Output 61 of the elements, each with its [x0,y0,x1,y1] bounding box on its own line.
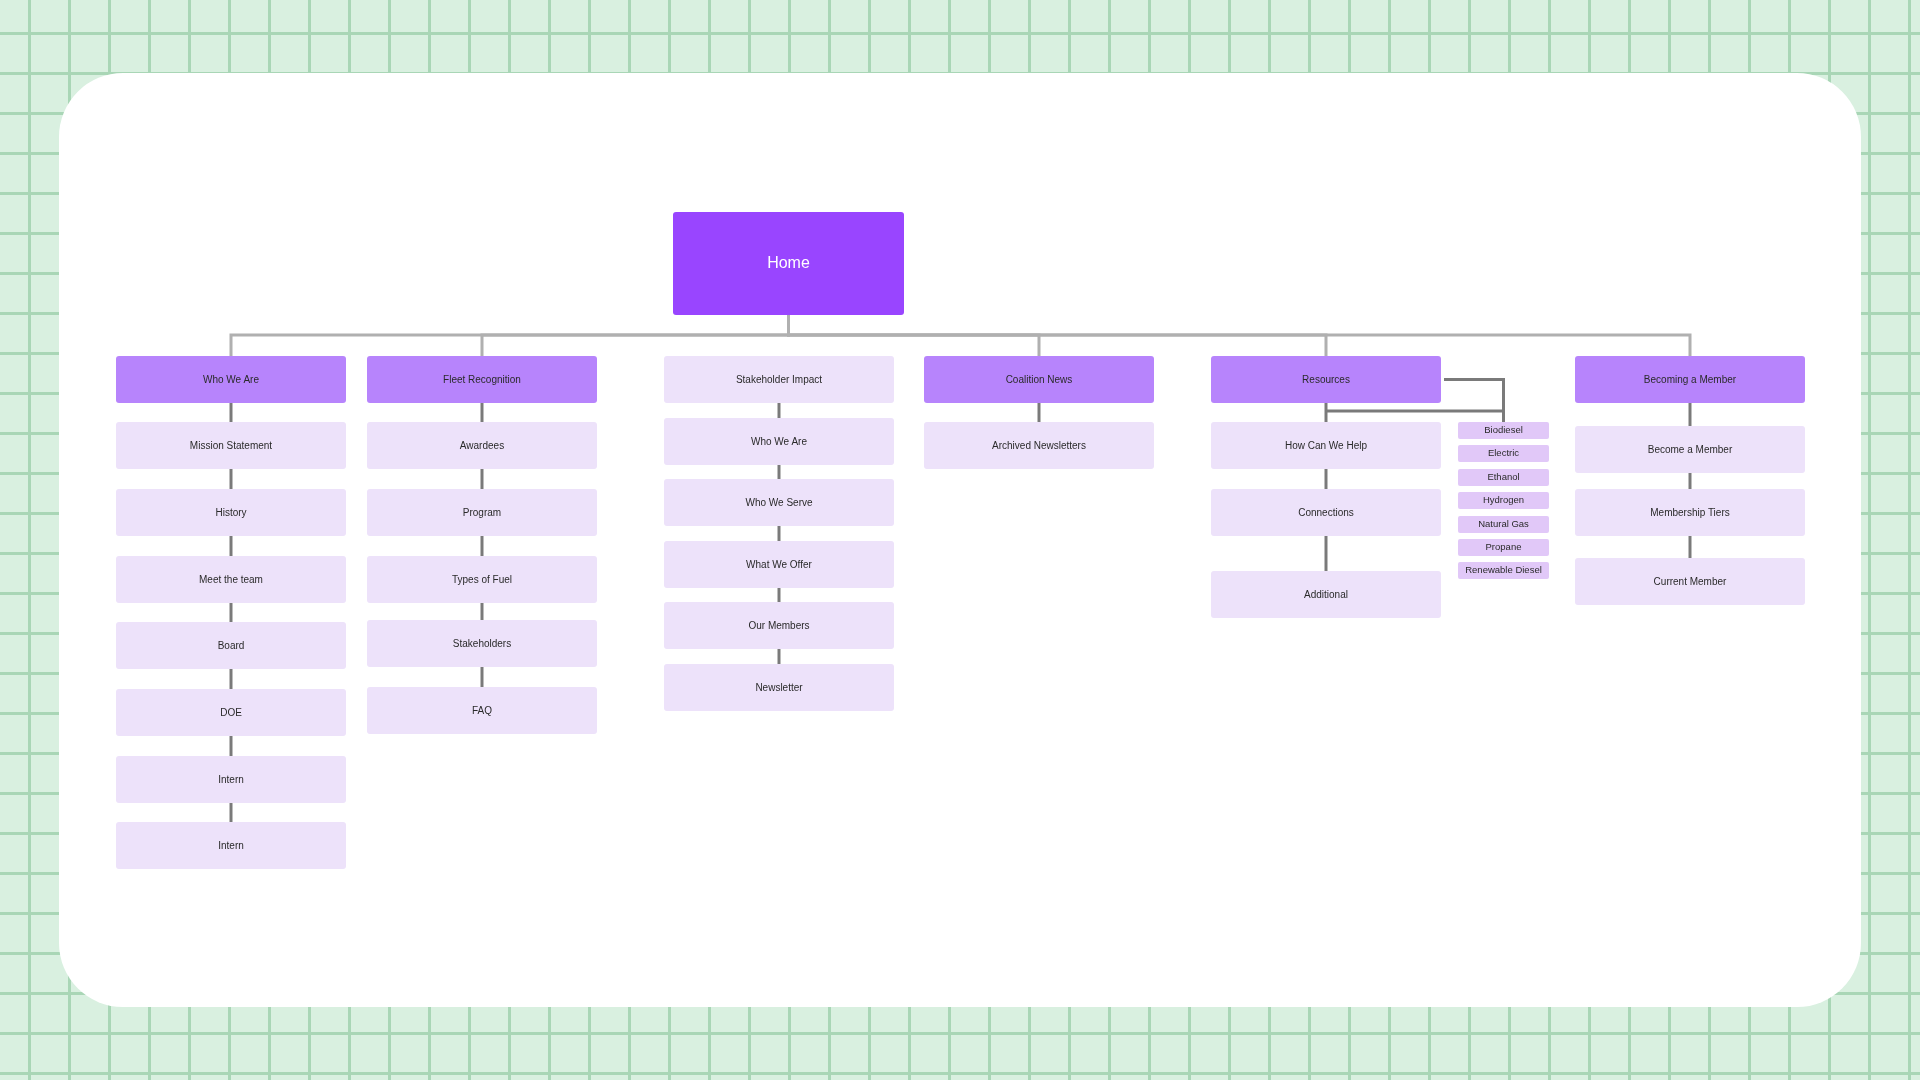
page-box: History [116,489,346,536]
connector-line [229,536,233,556]
connector-line [229,603,233,622]
page-box: What We Offer [664,541,894,588]
connector-line [1688,536,1692,558]
connector-line [1324,403,1328,422]
connector-line [1688,473,1692,489]
page-box: Connections [1211,489,1441,536]
page-box: Membership Tiers [1575,489,1805,536]
connector-line [1324,536,1328,571]
connector-line [1037,403,1041,422]
page-box: Stakeholder Impact [664,356,894,403]
connector-line [1688,403,1692,426]
connector-line [229,736,233,756]
page-box: Our Members [664,602,894,649]
connector-line [1444,378,1505,422]
connector-line [480,536,484,556]
connector-line [777,588,781,602]
fuel-tag: Hydrogen [1458,492,1549,510]
connector-line [229,469,233,489]
connector-line [480,667,484,687]
fuel-tag: Biodiesel [1458,422,1549,439]
page-box: FAQ [367,687,597,734]
page-box: Board [116,622,346,669]
connector-line [777,649,781,664]
connector-line [229,669,233,689]
connector-line [480,403,484,422]
page-box: Meet the team [116,556,346,603]
connector-line [1324,469,1328,489]
connector-line [229,403,233,422]
connector-line [777,465,781,479]
page-box: Types of Fuel [367,556,597,603]
page-box: Intern [116,756,346,803]
section-box: Becoming a Member [1575,356,1805,403]
page-box: Additional [1211,571,1441,618]
section-box: Fleet Recognition [367,356,597,403]
page-box: Awardees [367,422,597,469]
page-box: Who We Are [664,418,894,465]
page-box: Stakeholders [367,620,597,667]
connector-line [777,403,781,418]
page-box: Become a Member [1575,426,1805,473]
section-box: Resources [1211,356,1441,403]
fuel-tag: Renewable Diesel [1458,562,1549,580]
section-box: Who We Are [116,356,346,403]
page-box: Mission Statement [116,422,346,469]
page-box: Program [367,489,597,536]
home-page-box: Home [673,212,904,315]
connector-line [480,603,484,620]
connector-line [480,469,484,489]
page-box: Intern [116,822,346,869]
section-box: Coalition News [924,356,1154,403]
connector-line [229,803,233,822]
fuel-tag: Propane [1458,539,1549,556]
page-box: Current Member [1575,558,1805,605]
page-box: How Can We Help [1211,422,1441,469]
page-box: DOE [116,689,346,736]
connector-line [777,526,781,541]
page-box: Newsletter [664,664,894,711]
fuel-tag: Electric [1458,445,1549,463]
page-box: Who We Serve [664,479,894,526]
page-box: Archived Newsletters [924,422,1154,469]
